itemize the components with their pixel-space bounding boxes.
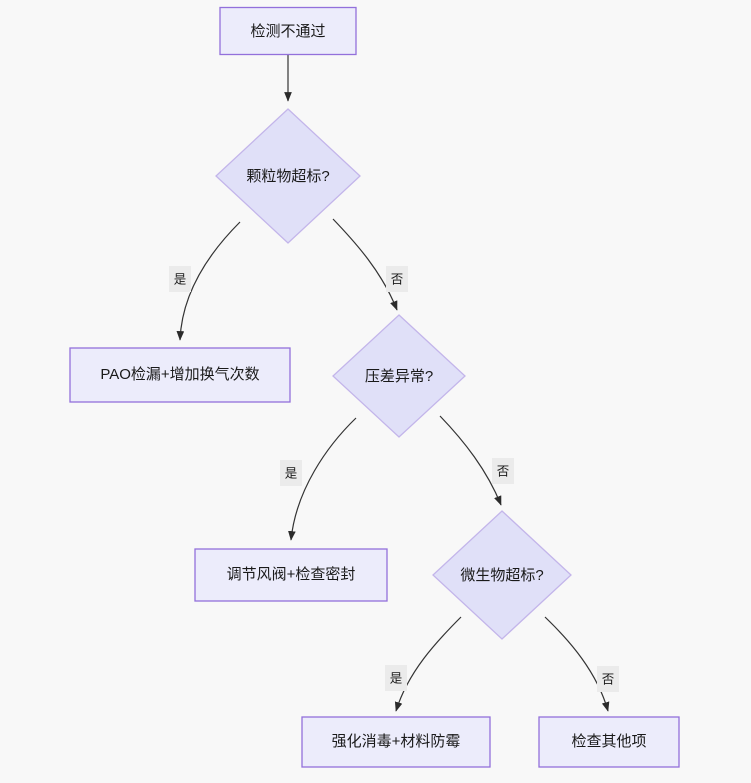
edge-dec3-to-action4 — [544, 616, 610, 712]
edge-label-dec2-no: 否 — [492, 458, 514, 484]
edge-label-dec2-yes: 是 — [280, 460, 302, 486]
edge-label-dec2-no-text: 否 — [497, 464, 510, 478]
node-start[interactable]: 检测不通过 — [219, 6, 357, 56]
edge-label-dec1-no-text: 否 — [391, 272, 404, 286]
edge-label-dec1-no: 否 — [386, 266, 408, 292]
edge-dec2-to-action2 — [288, 417, 357, 541]
edge-dec2-to-dec3 — [439, 415, 502, 506]
edge-label-dec3-no: 否 — [597, 666, 619, 692]
edge-label-dec2-yes-text: 是 — [285, 466, 298, 480]
edge-dec3-to-action3 — [394, 616, 462, 712]
node-dec3[interactable]: 微生物超标? — [432, 510, 572, 640]
edge-dec1-to-action1 — [176, 221, 241, 341]
edge-group — [176, 55, 610, 712]
edge-label-dec1-yes: 是 — [169, 266, 191, 292]
node-action1-label: PAO检漏+增加换气次数 — [100, 366, 259, 383]
node-dec1-label: 颗粒物超标? — [246, 168, 329, 185]
node-action4[interactable]: 检查其他项 — [538, 716, 680, 768]
node-dec2[interactable]: 压差异常? — [332, 314, 466, 438]
node-start-label: 检测不通过 — [250, 23, 325, 40]
node-action2[interactable]: 调节风阀+检查密封 — [194, 548, 388, 602]
edge-label-dec1-yes-text: 是 — [174, 272, 187, 286]
edge-dec1-to-dec2 — [332, 218, 398, 311]
node-dec2-label: 压差异常? — [365, 368, 433, 385]
node-action3[interactable]: 强化消毒+材料防霉 — [301, 716, 491, 768]
node-dec3-label: 微生物超标? — [460, 567, 543, 584]
node-action2-label: 调节风阀+检查密封 — [227, 566, 356, 583]
edge-label-dec3-yes-text: 是 — [390, 671, 403, 685]
node-action3-label: 强化消毒+材料防霉 — [332, 733, 461, 750]
edge-label-dec3-yes: 是 — [385, 665, 407, 691]
node-action4-label: 检查其他项 — [571, 733, 646, 750]
edge-label-group: 是 否 是 否 是 否 — [169, 266, 619, 692]
node-dec1[interactable]: 颗粒物超标? — [215, 108, 361, 244]
edge-label-dec3-no-text: 否 — [602, 672, 615, 686]
node-action1[interactable]: PAO检漏+增加换气次数 — [69, 347, 291, 403]
